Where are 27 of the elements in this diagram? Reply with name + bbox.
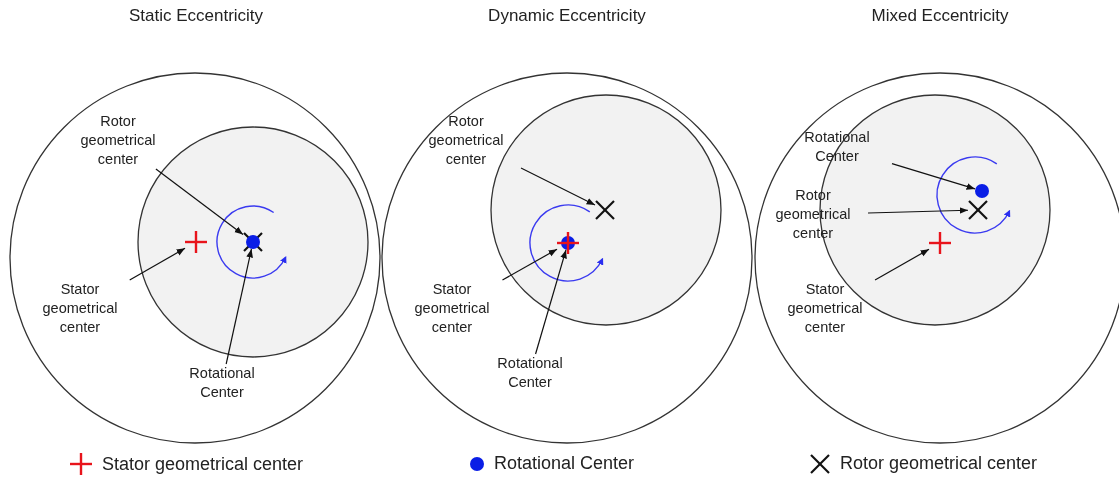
- panel-title: Dynamic Eccentricity: [488, 6, 646, 26]
- legend-label: Rotor geometrical center: [840, 453, 1038, 474]
- cross-marker: [968, 200, 988, 220]
- plus-marker: [929, 232, 951, 254]
- dot-marker: [975, 184, 989, 198]
- leader-arrow: [155, 168, 244, 236]
- legend-label: Rotational Center: [494, 453, 635, 474]
- leader-arrow: [867, 207, 969, 214]
- leader-arrow: [874, 248, 930, 281]
- callout-text: Stator geometrical center: [25, 280, 135, 337]
- leader-arrow: [129, 247, 186, 281]
- callout-text: Rotational Center: [475, 354, 585, 392]
- callout-text: Rotational Center: [167, 364, 277, 402]
- plus-marker: [185, 231, 207, 253]
- cross-marker: [595, 200, 615, 220]
- callout-text: Stator geometrical center: [770, 280, 880, 337]
- leader-arrow: [501, 248, 558, 281]
- leader-arrow: [520, 167, 596, 206]
- leader-arrow: [225, 248, 253, 365]
- callout-text: Stator geometrical center: [397, 280, 507, 337]
- callout-text: Rotor geometrical center: [63, 112, 173, 169]
- panel-title: Static Eccentricity: [128, 6, 264, 26]
- leader-arrow: [534, 249, 567, 355]
- leader-arrow: [891, 163, 976, 190]
- legend-label: Stator geometrical center: [102, 453, 304, 475]
- callout-text: Rotor geometrical center: [411, 112, 521, 169]
- panel-title: Mixed Eccentricity: [871, 6, 1009, 26]
